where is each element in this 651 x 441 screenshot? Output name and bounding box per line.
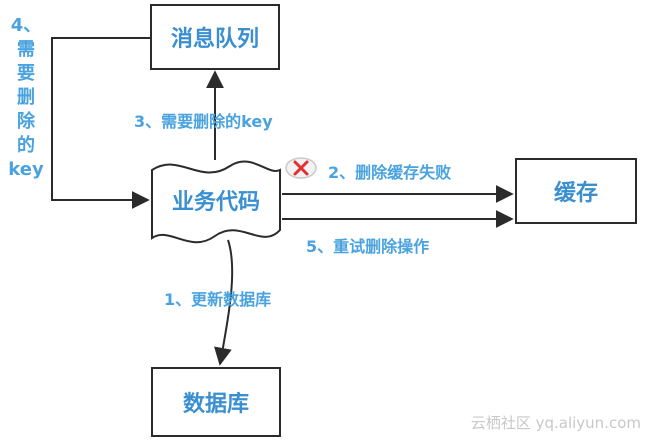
cache-box — [515, 158, 637, 224]
step5-label: 5、重试删除操作 — [306, 237, 430, 256]
step4-char: 需 — [17, 39, 35, 60]
step4-char: 的 — [17, 135, 35, 156]
step3-label: 3、需要删除的key — [134, 112, 273, 131]
step4-label: 4、 需 要 删 除 的 key — [6, 14, 46, 182]
step4-char: key — [8, 159, 44, 180]
step4-char: 4、 — [10, 15, 42, 36]
queue-label: 消息队列 — [170, 27, 259, 52]
step1-label: 1、更新数据库 — [164, 290, 272, 309]
queue-box — [150, 4, 280, 70]
business-label: 业务代码 — [171, 190, 260, 215]
cache-label: 缓存 — [553, 181, 598, 206]
step4-char: 删 — [17, 87, 35, 108]
fail-icon — [285, 157, 317, 179]
db-box — [151, 367, 281, 437]
db-label: 数据库 — [182, 392, 249, 417]
arrow-step4 — [51, 37, 151, 209]
arrow-step1 — [214, 239, 234, 366]
business-box — [151, 160, 281, 244]
step4-char: 要 — [17, 63, 35, 84]
step4-char: 除 — [17, 111, 35, 132]
watermark: 云栖社区 yq.aliyun.com — [470, 414, 641, 432]
step2-label: 2、删除缓存失败 — [328, 163, 452, 182]
